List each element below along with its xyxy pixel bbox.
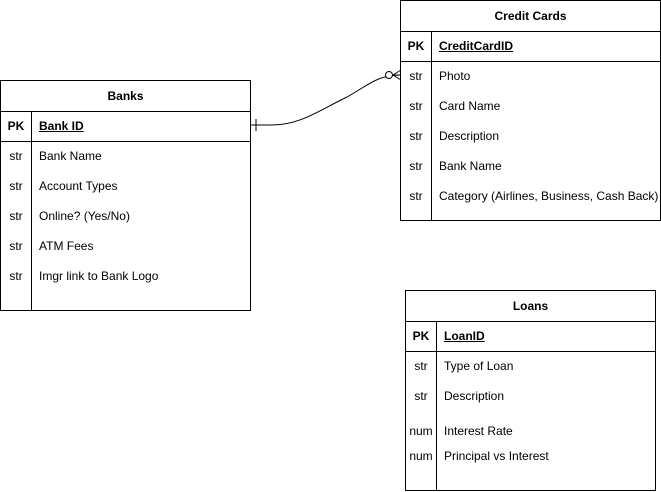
field-row: str Photo (401, 61, 660, 91)
primary-key-row: PK Bank ID (1, 111, 250, 142)
entity-banks[interactable]: Banks PK Bank ID str Bank Name str Accou… (0, 80, 251, 311)
field-row: num Principal vs Interest (406, 441, 655, 471)
field-name: Bank Name (439, 159, 502, 173)
field-row: str Category (Airlines, Business, Cash B… (401, 181, 660, 211)
field-type: str (409, 159, 423, 173)
field-row: str Bank Name (401, 151, 660, 181)
pk-label: PK (412, 329, 430, 343)
field-name: Principal vs Interest (444, 449, 549, 463)
relationship-line (250, 74, 402, 126)
field-type: str (9, 239, 23, 253)
entity-title: Loans (406, 291, 655, 322)
column-divider (431, 31, 432, 220)
primary-key-row: PK CreditCardID (401, 31, 660, 62)
field-type: str (409, 99, 423, 113)
field-type: str (409, 189, 423, 203)
field-type: num (409, 449, 433, 463)
field-name: ATM Fees (39, 239, 94, 253)
field-row: str Type of Loan (406, 351, 655, 381)
field-row: str Description (401, 121, 660, 151)
field-name: Imgr link to Bank Logo (39, 269, 159, 283)
field-name: Card Name (439, 99, 501, 113)
field-name: Description (439, 129, 500, 143)
field-type: str (409, 69, 423, 83)
entity-loans[interactable]: Loans PK LoanID str Type of Loan str Des… (405, 290, 656, 491)
field-name: Online? (Yes/No) (39, 209, 130, 223)
primary-key-row: PK LoanID (406, 321, 655, 352)
field-name: Type of Loan (444, 359, 514, 373)
entity-credit-cards[interactable]: Credit Cards PK CreditCardID str Photo s… (400, 0, 661, 221)
field-row: str Account Types (1, 171, 250, 201)
pk-field-name: CreditCardID (439, 39, 514, 53)
field-name: Category (Airlines, Business, Cash Back) (439, 189, 659, 203)
field-type: str (9, 209, 23, 223)
field-type: num (409, 424, 433, 438)
field-row: str Online? (Yes/No) (1, 201, 250, 231)
field-name: Photo (439, 69, 471, 83)
column-divider (31, 111, 32, 310)
pk-label: PK (7, 119, 25, 133)
column-divider (436, 321, 437, 490)
field-row: str Card Name (401, 91, 660, 121)
field-type: str (9, 269, 23, 283)
field-row: str Bank Name (1, 141, 250, 171)
field-name: Description (444, 389, 505, 403)
field-type: str (414, 359, 428, 373)
field-row: str Imgr link to Bank Logo (1, 261, 250, 291)
field-row: num Interest Rate (406, 416, 655, 446)
field-name: Interest Rate (444, 424, 513, 438)
pk-field-name: LoanID (444, 329, 485, 343)
field-name: Account Types (39, 179, 118, 193)
many-marker (392, 69, 402, 81)
zero-marker (385, 71, 393, 79)
field-name: Bank Name (39, 149, 102, 163)
field-type: str (9, 149, 23, 163)
field-row: str Description (406, 381, 655, 411)
field-type: str (414, 389, 428, 403)
field-type: str (409, 129, 423, 143)
pk-label: PK (407, 39, 425, 53)
entity-title: Credit Cards (401, 1, 660, 32)
pk-field-name: Bank ID (39, 119, 84, 133)
entity-title: Banks (1, 81, 250, 112)
field-type: str (9, 179, 23, 193)
field-row: str ATM Fees (1, 231, 250, 261)
